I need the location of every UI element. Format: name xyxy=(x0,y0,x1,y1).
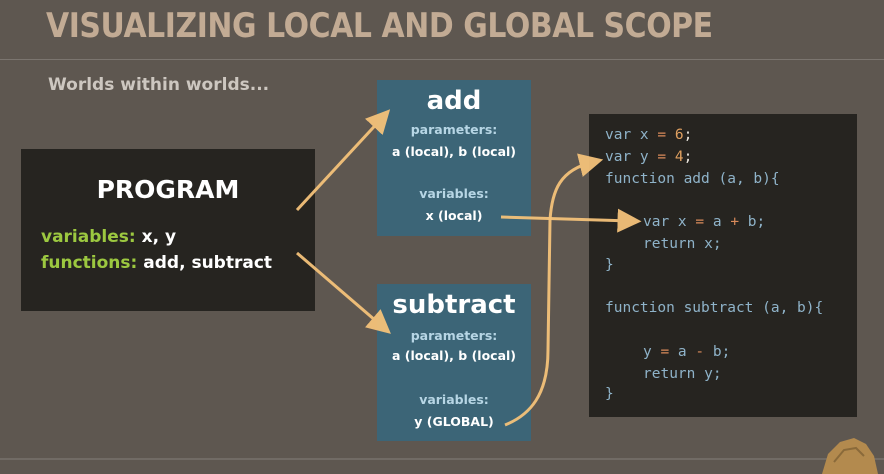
program-functions-label: functions: xyxy=(41,253,138,273)
subtract-function-box: subtract parameters: a (local), b (local… xyxy=(377,284,531,441)
program-variables-value: x, y xyxy=(141,227,177,247)
program-variables-row: variables: x, y xyxy=(41,227,176,247)
program-functions-value: add, subtract xyxy=(143,253,273,273)
code-line-3: function add (a, b){ xyxy=(605,171,780,187)
program-variables-label: variables: xyxy=(41,227,136,247)
program-box: PROGRAM variables: x, y functions: add, … xyxy=(21,149,315,311)
code-line-5: return x; xyxy=(643,236,722,252)
code-line-2: var y = 4; xyxy=(605,149,693,165)
slide-title: VISUALIZING LOCAL AND GLOBAL SCOPE xyxy=(46,6,713,46)
subtract-box-title: subtract xyxy=(392,290,516,320)
code-line-6: } xyxy=(605,257,614,273)
code-line-10: } xyxy=(605,386,614,402)
add-parameters-label: parameters: xyxy=(410,122,498,137)
program-functions-row: functions: add, subtract xyxy=(41,253,272,273)
code-line-8: y = a - b; xyxy=(643,344,731,360)
code-line-9: return y; xyxy=(643,366,722,382)
arrow-program-to-add xyxy=(295,109,391,212)
arrow-y-global-to-code xyxy=(504,153,604,427)
arrow-x-local-to-code xyxy=(500,208,642,233)
bottom-divider xyxy=(0,458,884,460)
arrow-program-to-subtract xyxy=(296,251,391,334)
subtract-parameters-label: parameters: xyxy=(410,328,498,343)
title-divider xyxy=(0,59,884,60)
code-line-1: var x = 6; xyxy=(605,127,693,143)
corner-decoration-icon xyxy=(822,438,878,474)
code-panel: var x = 6; var y = 4; function add (a, b… xyxy=(589,114,857,417)
slide-subtitle: Worlds within worlds... xyxy=(48,75,270,95)
subtract-variables-value: y (GLOBAL) xyxy=(414,414,494,429)
add-variables-value: x (local) xyxy=(425,208,483,223)
code-line-7: function subtract (a, b){ xyxy=(605,300,824,316)
add-parameters-value: a (local), b (local) xyxy=(391,144,517,159)
add-function-box: add parameters: a (local), b (local) var… xyxy=(377,80,531,236)
subtract-parameters-value: a (local), b (local) xyxy=(391,348,517,363)
program-title: PROGRAM xyxy=(96,175,240,204)
code-line-4: var x = a + b; xyxy=(643,214,766,230)
add-box-title: add xyxy=(426,86,482,116)
add-variables-label: variables: xyxy=(419,186,489,201)
subtract-variables-label: variables: xyxy=(419,392,489,407)
